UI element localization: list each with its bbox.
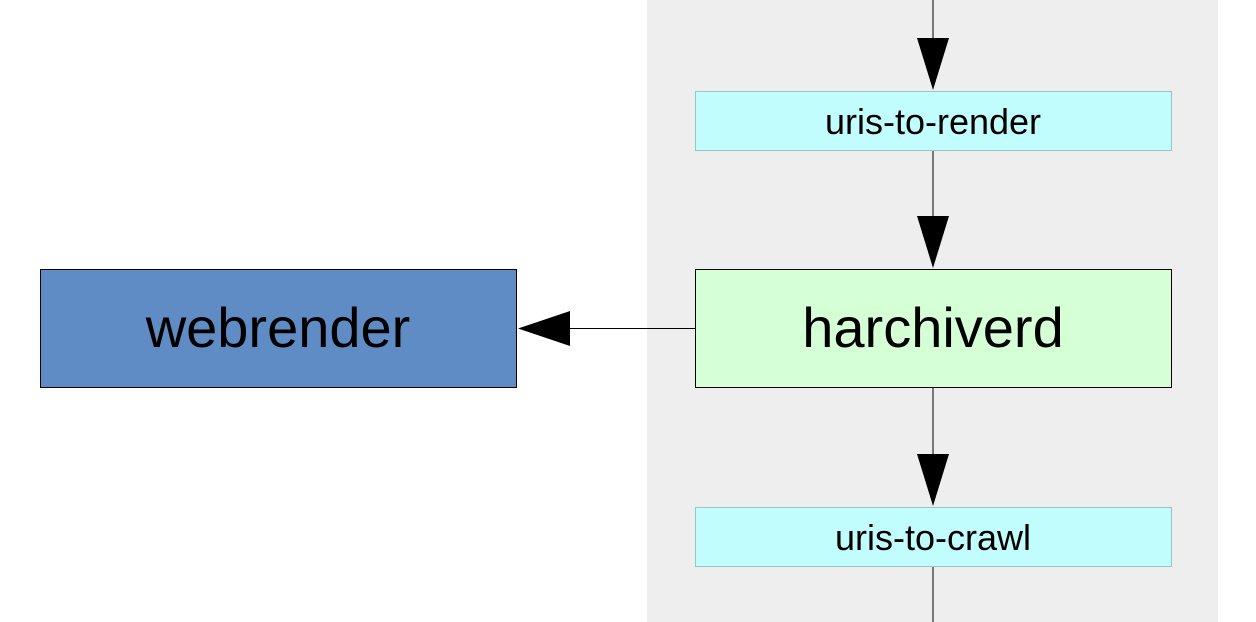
harchiverd-label: harchiverd bbox=[802, 296, 1063, 359]
arrowhead-into-harchiverd bbox=[917, 216, 949, 268]
node-uris-to-crawl[interactable]: uris-to-crawl bbox=[695, 507, 1172, 567]
webrender-box bbox=[40, 269, 517, 388]
webrender-label: webrender bbox=[145, 296, 411, 359]
arrowhead-into-webrender bbox=[518, 311, 570, 346]
uris-to-render-box bbox=[695, 91, 1172, 151]
node-harchiverd[interactable]: harchiverd bbox=[695, 269, 1172, 388]
uris-to-crawl-box bbox=[695, 507, 1172, 567]
node-uris-to-render[interactable]: uris-to-render bbox=[695, 91, 1172, 151]
uris-to-crawl-label: uris-to-crawl bbox=[835, 517, 1031, 558]
node-webrender[interactable]: webrender bbox=[40, 269, 517, 388]
uris-to-render-label: uris-to-render bbox=[825, 101, 1041, 142]
arrowhead-into-uris-to-crawl bbox=[917, 454, 949, 506]
arrowhead-into-uris-to-render bbox=[917, 38, 949, 90]
harchiverd-box bbox=[695, 269, 1172, 388]
